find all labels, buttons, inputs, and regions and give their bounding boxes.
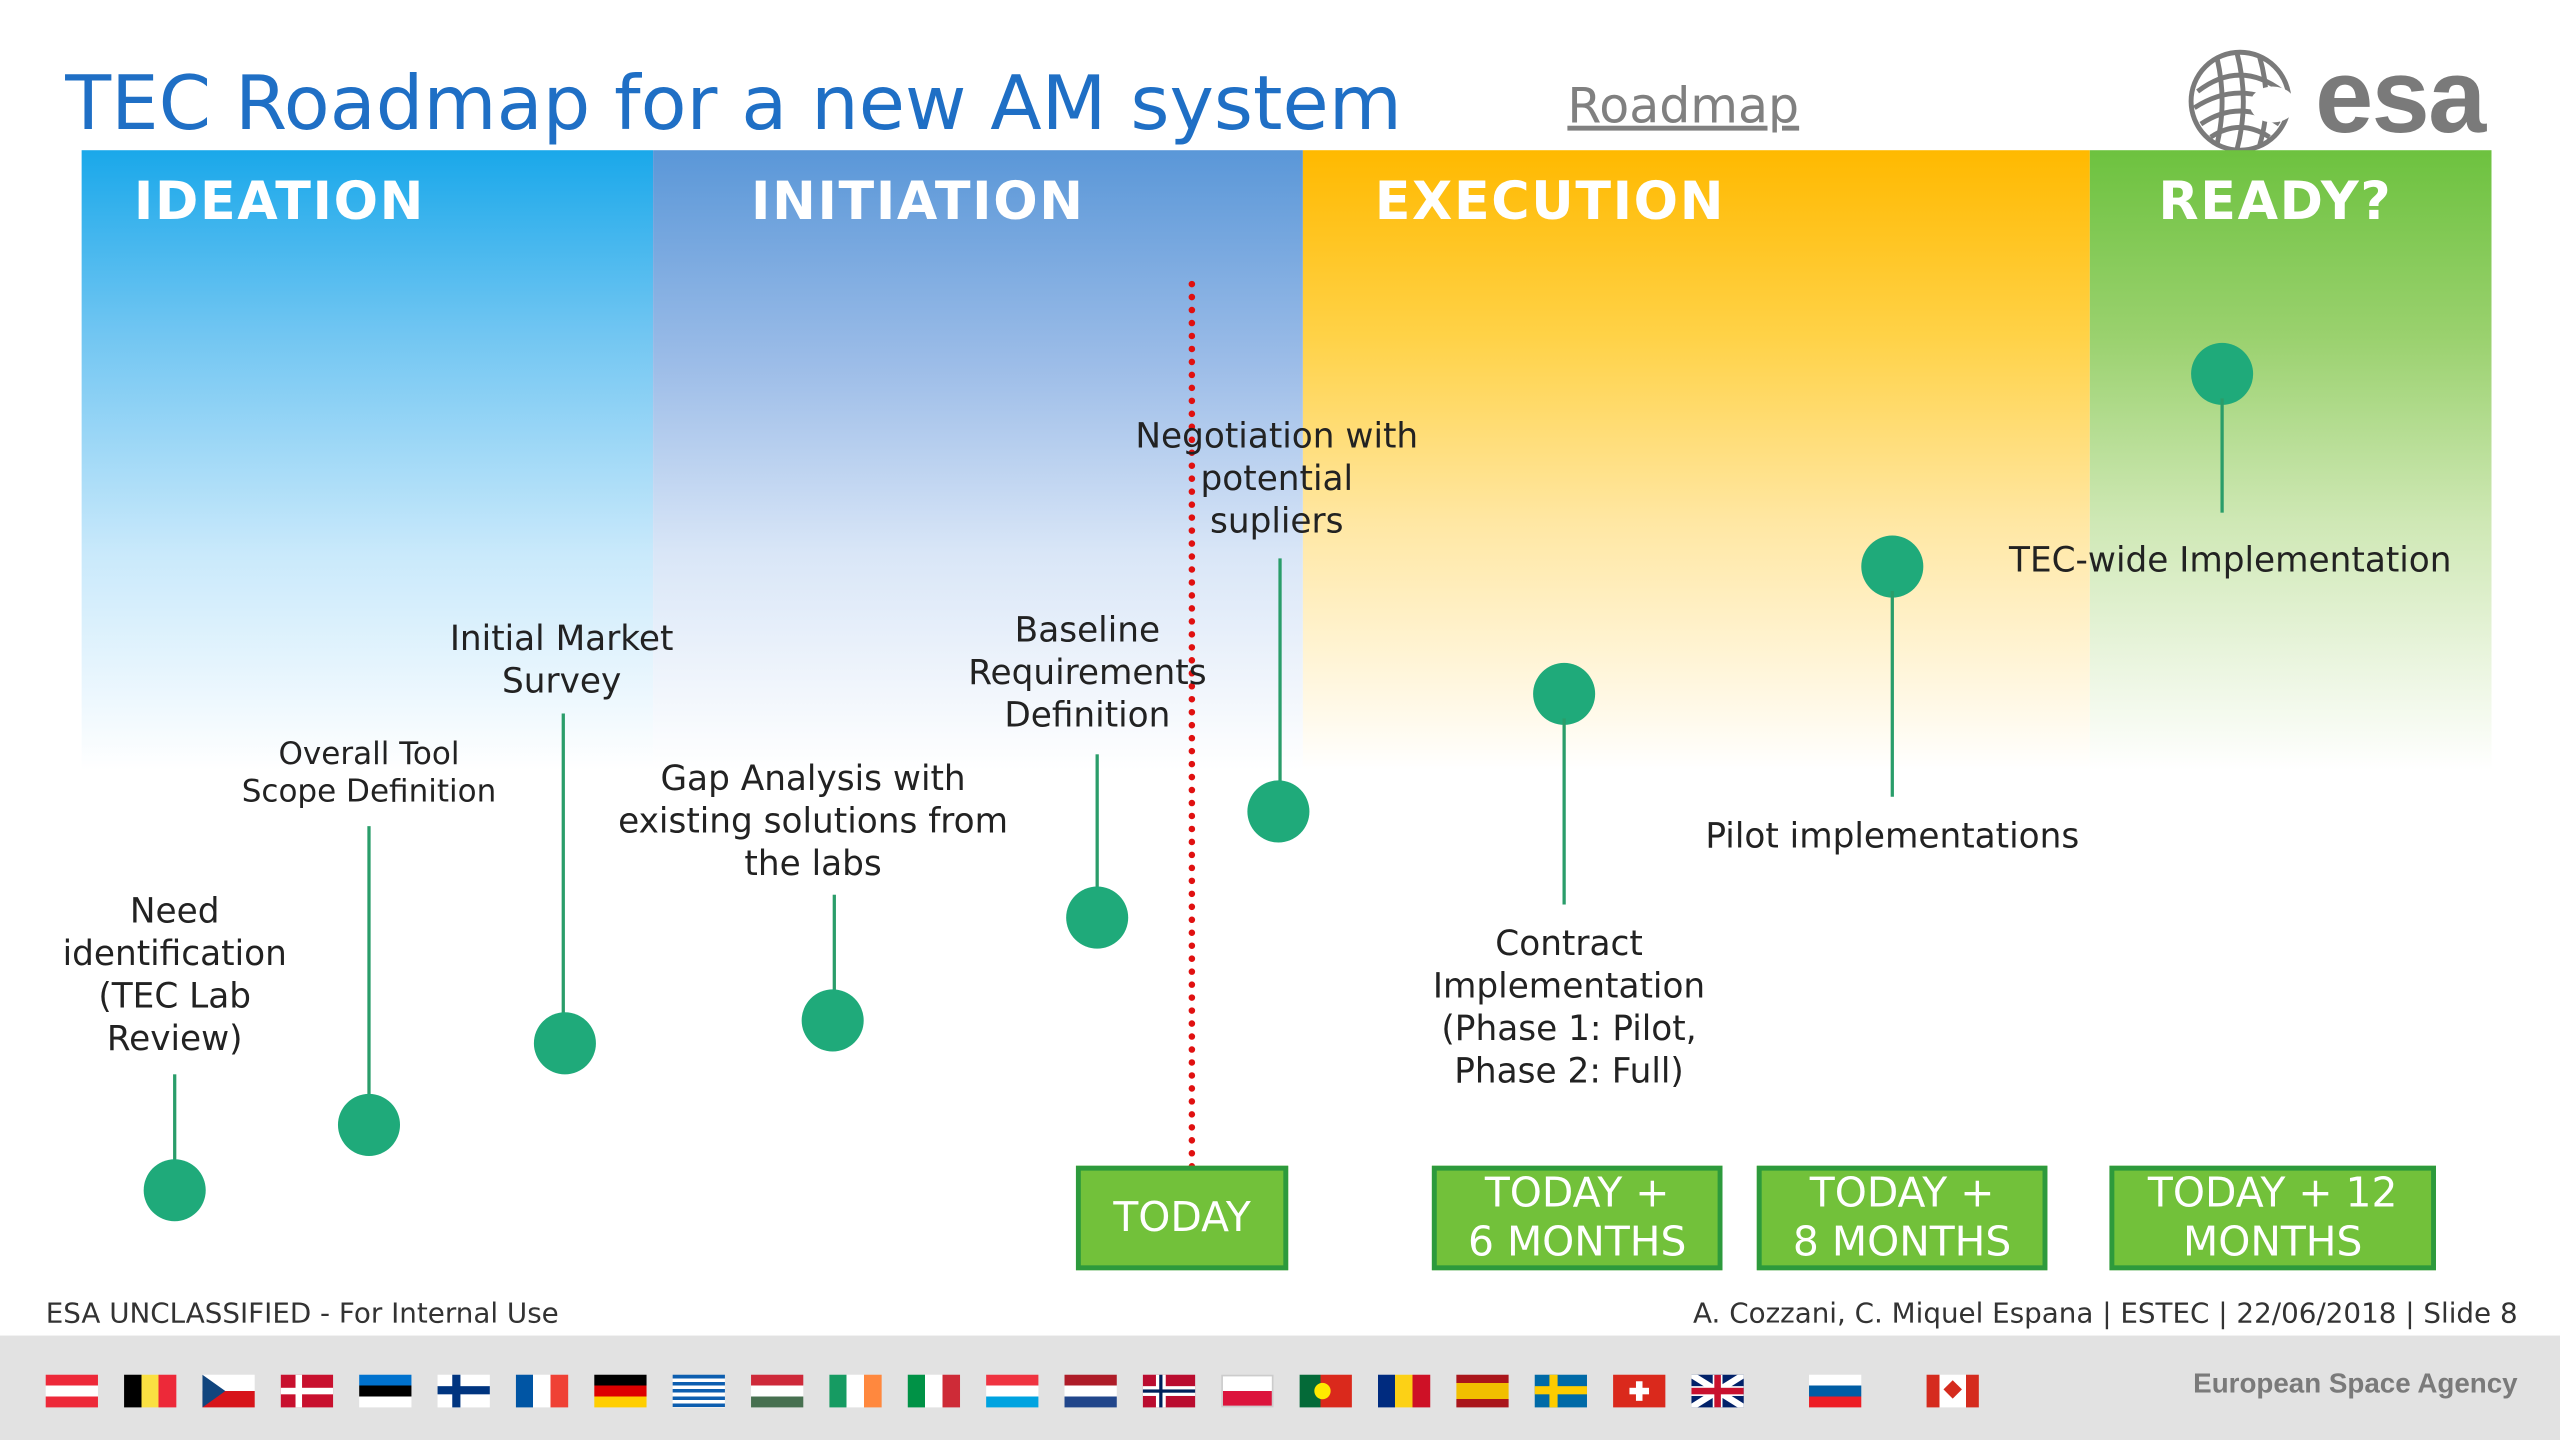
phase-label-initiation: INITIATION bbox=[751, 169, 1085, 232]
flag-gb-icon bbox=[1691, 1374, 1744, 1408]
flag-nl-icon bbox=[1064, 1374, 1117, 1408]
flag-list bbox=[45, 1374, 1979, 1408]
flag-si-icon bbox=[1809, 1374, 1862, 1408]
milestone-label-pilot-implementations: Pilot implementations bbox=[1705, 816, 2080, 856]
milestone-dot bbox=[1533, 662, 1596, 725]
flag-es-icon bbox=[1456, 1374, 1509, 1408]
phase-ready bbox=[2089, 150, 2492, 771]
flag-gr-icon bbox=[672, 1374, 725, 1408]
flag-ie-icon bbox=[829, 1374, 882, 1408]
flag-ro-icon bbox=[1377, 1374, 1431, 1408]
milestone-dot bbox=[533, 1012, 596, 1075]
flag-dk-icon bbox=[280, 1374, 334, 1408]
phase-ideation bbox=[81, 150, 654, 771]
milestone-stem bbox=[367, 826, 371, 1101]
roadmap-link[interactable]: Roadmap bbox=[1567, 78, 1800, 136]
flag-cz-icon bbox=[202, 1374, 255, 1408]
flag-de-icon bbox=[594, 1374, 647, 1408]
milestone-dot bbox=[2191, 342, 2254, 405]
timebox-today-plus-8-months: TODAY +8 MONTHS bbox=[1756, 1165, 2048, 1271]
milestone-stem bbox=[561, 713, 565, 1018]
flag-ca-icon bbox=[1926, 1374, 1979, 1408]
esa-logo-text: esa bbox=[2315, 37, 2486, 156]
milestone-dot bbox=[337, 1093, 401, 1156]
milestone-stem bbox=[1890, 591, 1894, 797]
agency-name: European Space Agency bbox=[2193, 1368, 2518, 1400]
milestone-dot bbox=[1066, 886, 1129, 949]
milestone-stem bbox=[1095, 754, 1099, 892]
footer-credits: A. Cozzani, C. Miquel Espana | ESTEC | 2… bbox=[1693, 1297, 2518, 1331]
milestone-stem bbox=[173, 1074, 177, 1166]
slide-title: TEC Roadmap for a new AM system bbox=[65, 58, 1402, 147]
flag-se-icon bbox=[1534, 1374, 1587, 1408]
flag-ch-icon bbox=[1613, 1374, 1666, 1408]
milestone-dot bbox=[1247, 780, 1310, 843]
milestone-dot bbox=[1861, 535, 1924, 598]
timebox-today-plus-6-months: TODAY +6 MONTHS bbox=[1431, 1165, 1723, 1271]
milestone-label-tec-wide-implementation: TEC-wide Implementation bbox=[2009, 540, 2452, 580]
timebox-today: TODAY bbox=[1075, 1165, 1289, 1271]
flag-be-icon bbox=[124, 1374, 177, 1408]
milestone-stem bbox=[2220, 398, 2224, 513]
flag-fi-icon bbox=[437, 1374, 490, 1408]
flag-ee-icon bbox=[359, 1374, 412, 1408]
member-states-flag-bar bbox=[0, 1335, 2560, 1440]
phase-label-ready: READY? bbox=[2158, 169, 2393, 232]
milestone-stem bbox=[832, 894, 836, 993]
flag-pl-icon bbox=[1221, 1374, 1274, 1408]
flag-lu-icon bbox=[986, 1374, 1039, 1408]
esa-logo-icon bbox=[2188, 49, 2296, 153]
flag-fr-icon bbox=[515, 1374, 569, 1408]
phase-label-execution: EXECUTION bbox=[1374, 169, 1726, 232]
milestone-stem bbox=[1278, 558, 1282, 787]
flag-pt-icon bbox=[1299, 1374, 1352, 1408]
milestone-stem bbox=[1562, 718, 1566, 905]
flag-hu-icon bbox=[751, 1374, 804, 1408]
flag-it-icon bbox=[907, 1374, 961, 1408]
phase-label-ideation: IDEATION bbox=[133, 169, 426, 232]
flag-no-icon bbox=[1142, 1374, 1196, 1408]
phase-execution bbox=[1302, 150, 2090, 771]
flag-at-icon bbox=[45, 1374, 98, 1408]
milestone-dot bbox=[801, 989, 864, 1052]
today-marker-line bbox=[1188, 280, 1196, 1171]
milestone-dot bbox=[143, 1159, 206, 1222]
classification-label: ESA UNCLASSIFIED - For Internal Use bbox=[45, 1297, 559, 1331]
